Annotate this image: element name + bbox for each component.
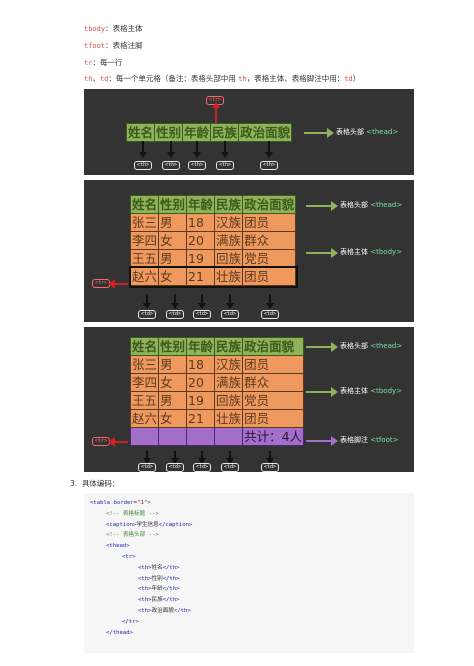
arrow-th-3 bbox=[193, 141, 201, 158]
desc-tbody: 表格主体 bbox=[112, 24, 143, 33]
intro-tr: tr：每一行 bbox=[84, 58, 123, 67]
footer-row: 共计：4人 bbox=[129, 427, 305, 446]
header-table-1: 姓名 性别 年龄 民族 政治面貌 bbox=[125, 123, 293, 142]
code-line: <tr> bbox=[122, 553, 136, 560]
arrow-td-4 bbox=[226, 294, 234, 309]
code-block: <table border="1"> <!-- 表格标题 --> <caption>… bbox=[84, 493, 414, 653]
arrow-tbody-3 bbox=[306, 387, 338, 397]
arrow-tbody bbox=[306, 248, 338, 258]
td-label-4: <td> bbox=[221, 310, 240, 319]
td-label-1: <td> bbox=[138, 310, 157, 319]
arrow-thead-2 bbox=[306, 201, 338, 211]
arrow-th-4 bbox=[221, 141, 229, 158]
label-thead: 表格头部 <thead> bbox=[336, 128, 399, 136]
th-label-1: <th> bbox=[134, 161, 153, 170]
label-tbody-3: 表格主体 <tbody> bbox=[340, 387, 403, 395]
arrow-thead-3 bbox=[306, 342, 338, 352]
arrow-th-2 bbox=[167, 141, 175, 158]
arrow-td-2 bbox=[171, 294, 179, 309]
th-label-3: <th> bbox=[188, 161, 207, 170]
tf-label-4: <td> bbox=[221, 463, 240, 472]
desc-tr: 每一行 bbox=[99, 58, 123, 67]
arrow-up-tr bbox=[212, 102, 220, 123]
arrow-tf-3 bbox=[198, 451, 206, 464]
label-tfoot: 表格脚注 <tfoot> bbox=[340, 436, 399, 444]
arrow-tf-4 bbox=[226, 451, 234, 464]
code-line: <thead> bbox=[106, 543, 130, 550]
code-line: <!-- 表格标题 --> bbox=[106, 510, 159, 517]
label-thead-3: 表格头部 <thead> bbox=[340, 342, 403, 350]
arrow-td-1 bbox=[143, 294, 151, 309]
intro-tfoot: tfoot：表格注脚 bbox=[84, 41, 143, 50]
tag-tfoot: tfoot bbox=[84, 42, 106, 50]
header-row: 姓名 性别 年龄 民族 政治面貌 bbox=[125, 123, 293, 142]
arrow-tf-5 bbox=[266, 451, 274, 464]
td-label-3: <td> bbox=[193, 310, 212, 319]
code-line: </tr> bbox=[122, 618, 139, 625]
step-heading: 3. 具体编码： bbox=[70, 479, 120, 488]
arrow-tr bbox=[108, 279, 128, 289]
code-line: </thead> bbox=[106, 629, 133, 636]
tf-label-3: <td> bbox=[193, 463, 212, 472]
code-line: <!-- 表格头部 --> bbox=[106, 532, 159, 539]
label-thead-2: 表格头部 <thead> bbox=[340, 201, 403, 209]
desc-tfoot: 表格注脚 bbox=[112, 41, 143, 50]
arrow-th-5 bbox=[265, 141, 273, 158]
arrow-td-5 bbox=[266, 294, 274, 309]
intro-th-td: th、td：每一个单元格（备注：表格头部中用 th，表格主体、表格脚注中用：td… bbox=[84, 74, 361, 83]
th-label-5: <th> bbox=[260, 161, 279, 170]
td-label-5: <td> bbox=[261, 310, 280, 319]
tf-label-2: <td> bbox=[166, 463, 185, 472]
arrow-tf-1 bbox=[143, 451, 151, 464]
code-line: <th>政治面貌</th> bbox=[138, 607, 191, 614]
arrow-thead bbox=[304, 128, 334, 138]
tag-tbody: tbody bbox=[84, 25, 106, 33]
code-line: <caption>学生信息</caption> bbox=[106, 521, 193, 528]
label-tbody: 表格主体 <tbody> bbox=[340, 248, 403, 256]
tag-tr: tr bbox=[84, 59, 93, 67]
th-label-2: <th> bbox=[162, 161, 181, 170]
arrow-tf-2 bbox=[171, 451, 179, 464]
code-line: <table border="1"> bbox=[90, 500, 151, 506]
footer-total: 共计：4人 bbox=[242, 427, 305, 446]
td-label-2: <td> bbox=[166, 310, 185, 319]
tf-label-1: <td> bbox=[138, 463, 157, 472]
arrow-tfoot bbox=[306, 436, 338, 446]
diagram-thead: <tr> 姓名 性别 年龄 民族 政治面貌 表格头部 <thead> <th> … bbox=[84, 89, 414, 175]
step-title: 具体编码： bbox=[81, 479, 120, 488]
code-line: <th>年龄</th> bbox=[138, 586, 180, 593]
intro-tbody: tbody：表格主体 bbox=[84, 24, 143, 33]
arrow-th-1 bbox=[139, 141, 147, 158]
code-line: <th>性别</th> bbox=[138, 575, 180, 582]
arrow-tr-3 bbox=[108, 437, 128, 447]
th-label-4: <th> bbox=[216, 161, 235, 170]
tf-label-5: <td> bbox=[261, 463, 280, 472]
code-line: <th>姓名</th> bbox=[138, 564, 180, 571]
code-line: <th>民族</th> bbox=[138, 597, 180, 604]
arrow-td-3 bbox=[198, 294, 206, 309]
